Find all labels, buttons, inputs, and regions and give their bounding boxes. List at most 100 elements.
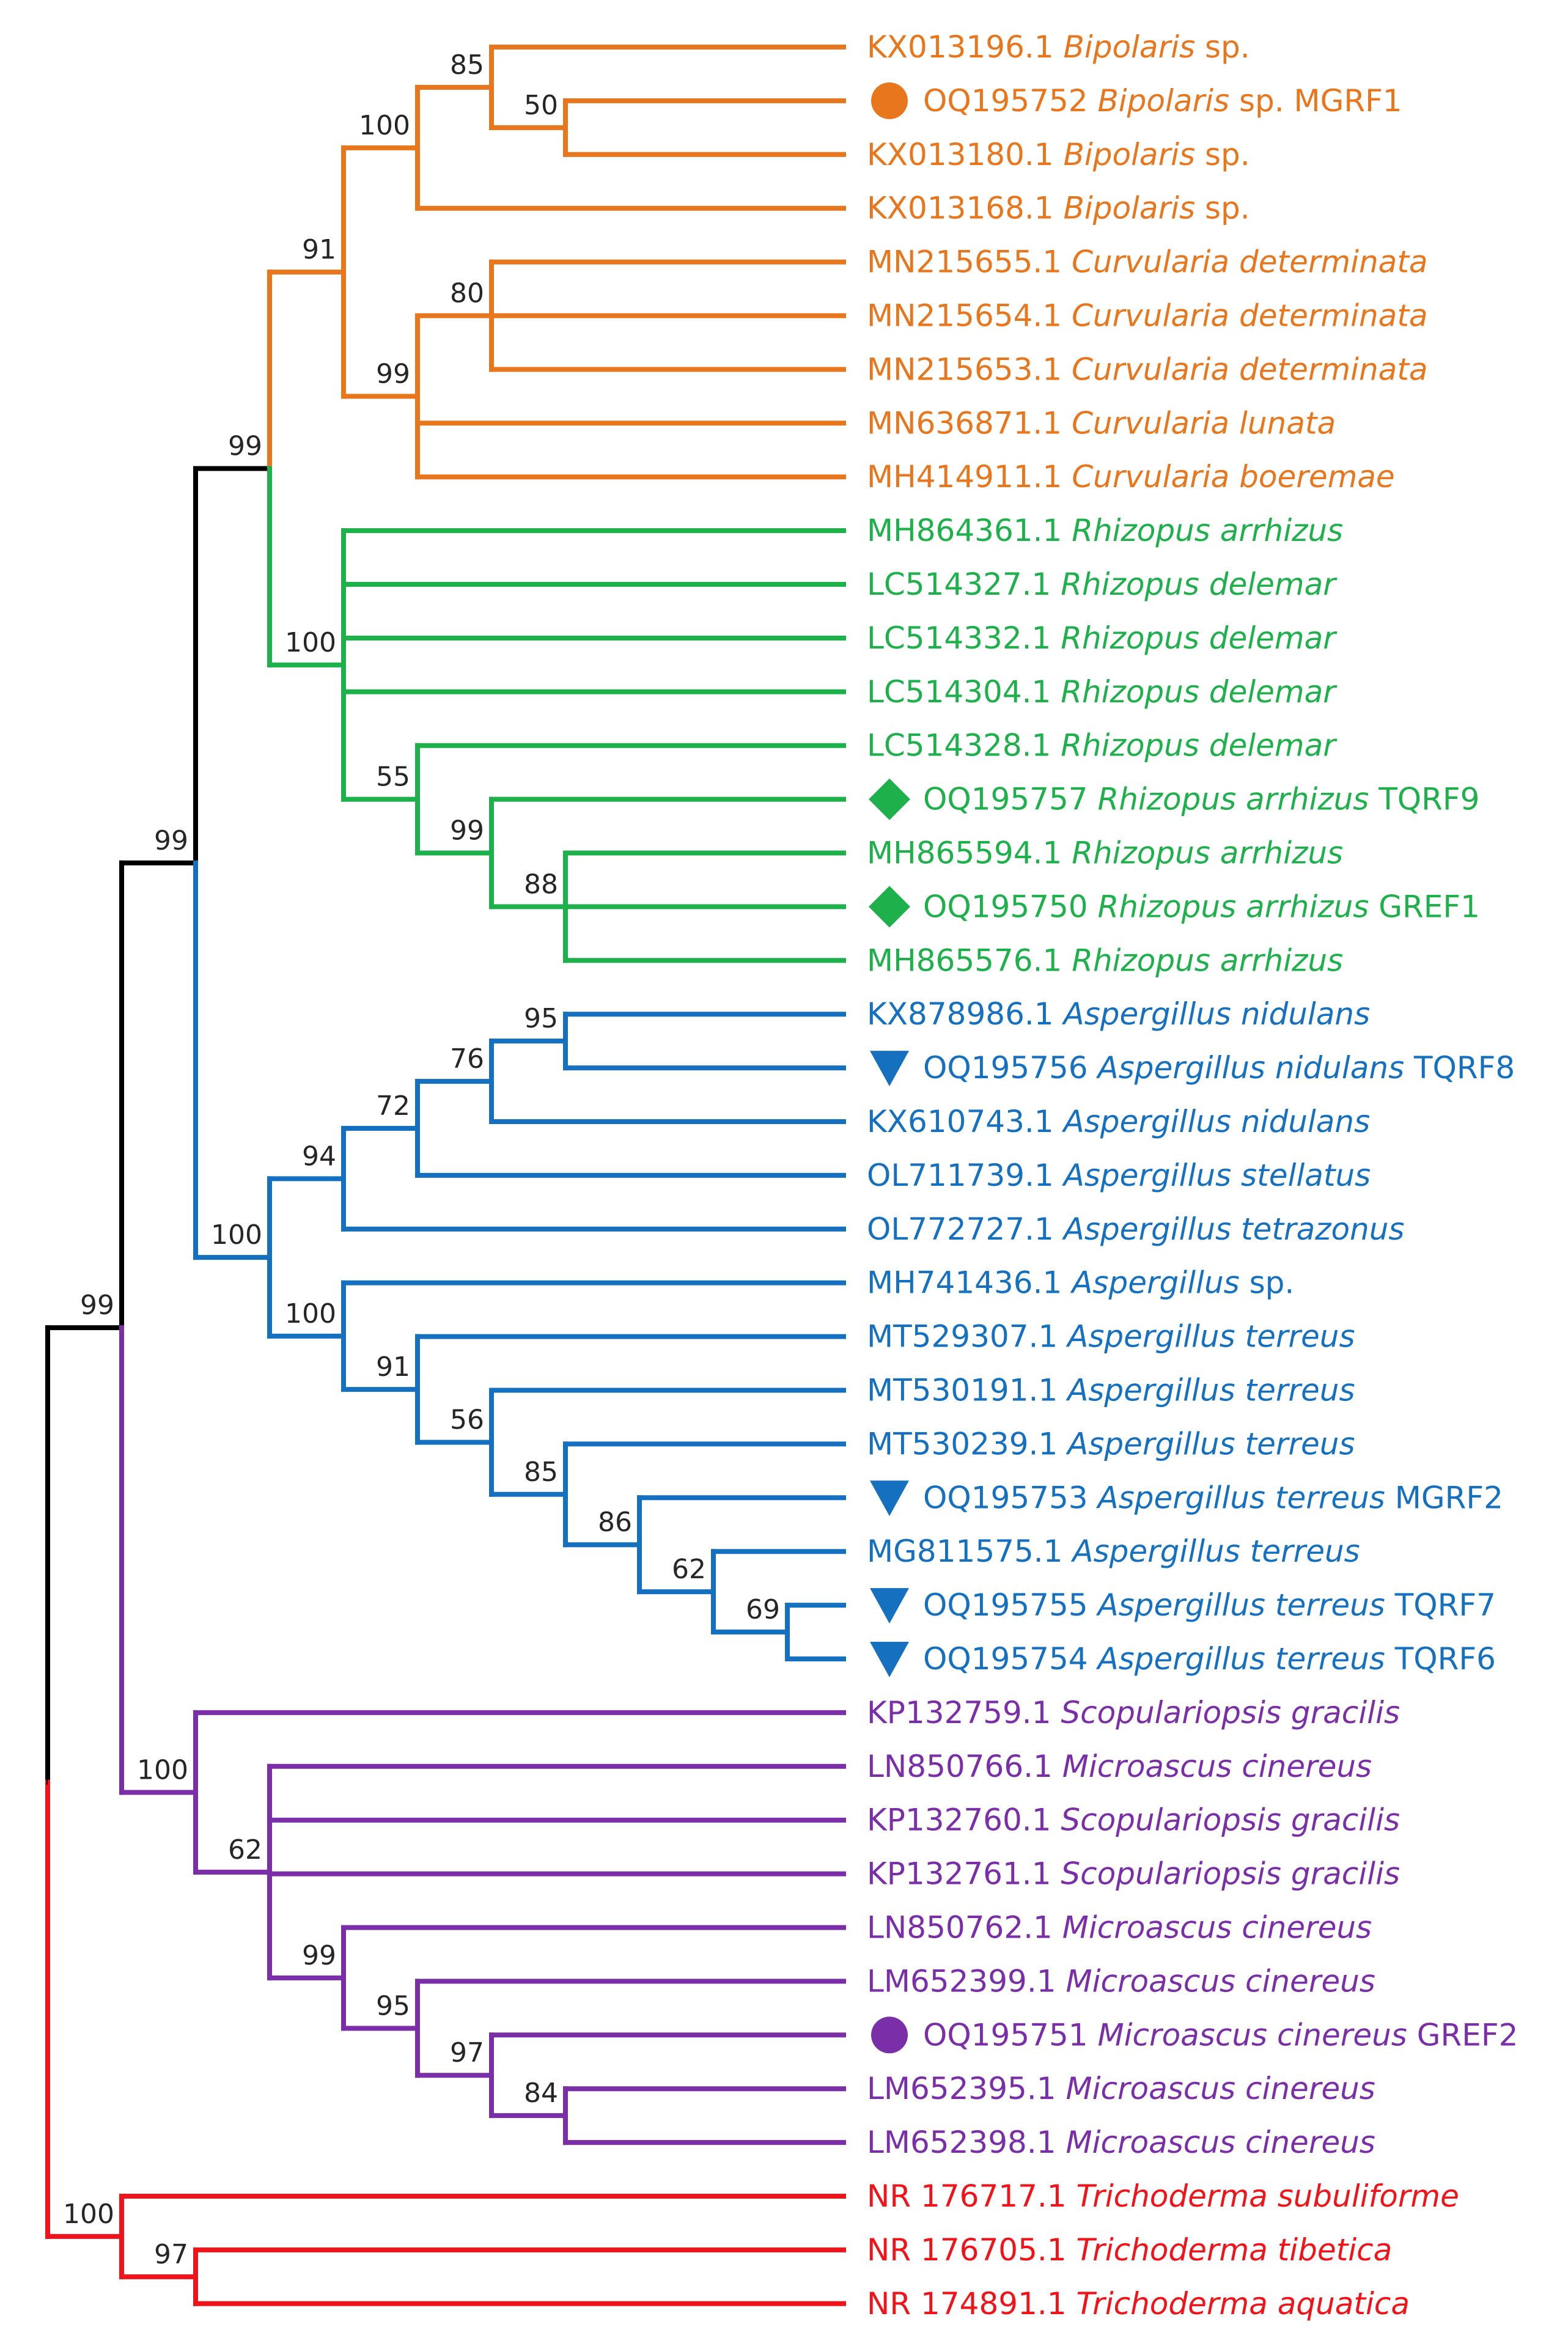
tree-branches (45, 45, 846, 2306)
taxon-label: NR 176717.1 Trichoderma subuliforme (867, 2178, 1459, 2214)
accession: LC514327.1 (867, 567, 1061, 602)
species-name: Aspergillus terreus (1066, 1426, 1355, 1461)
taxon-label: MH865594.1 Rhizopus arrhizus (867, 836, 1343, 871)
bootstrap-value: 100 (285, 627, 336, 658)
species-name: Curvularia boeremae (1072, 459, 1394, 494)
accession: OQ195750 (923, 889, 1097, 924)
species-name: Curvularia determinata (1072, 351, 1428, 387)
label-suffix: TQRF8 (1404, 1050, 1515, 1086)
bootstrap-value: 69 (746, 1594, 780, 1625)
label-suffix: GREF2 (1407, 2017, 1518, 2053)
species-name: Aspergillus nidulans (1095, 1050, 1404, 1086)
bootstrap-value: 76 (450, 1043, 484, 1075)
bootstrap-value: 99 (376, 358, 410, 389)
diamond-marker-icon (869, 778, 910, 820)
taxon-label: KP132761.1 Scopulariopsis gracilis (867, 1856, 1400, 1892)
species-name: Rhizopus delemar (1061, 728, 1338, 763)
accession: MT530239.1 (867, 1426, 1067, 1461)
taxon-label: OQ195755 Aspergillus terreus TQRF7 (923, 1587, 1496, 1623)
accession: MH414911.1 (867, 459, 1072, 494)
taxon-label: LC514332.1 Rhizopus delemar (867, 620, 1338, 656)
taxon-label: MH414911.1 Curvularia boeremae (867, 459, 1395, 494)
taxon-label: NR 174891.1 Trichoderma aquatica (867, 2286, 1410, 2321)
accession: KX878986.1 (867, 996, 1064, 1032)
accession: KX610743.1 (867, 1104, 1064, 1139)
species-name: Aspergillus stellatus (1062, 1158, 1371, 1193)
isolate-markers (869, 82, 910, 2054)
taxon-label: MH864361.1 Rhizopus arrhizus (867, 513, 1343, 548)
species-name: Aspergillus terreus (1066, 1319, 1355, 1355)
bootstrap-value: 99 (154, 825, 188, 856)
bootstrap-value: 99 (228, 430, 262, 461)
taxon-label: LN850766.1 Microascus cinereus (867, 1749, 1372, 1784)
species-name: Aspergillus terreus (1070, 1534, 1360, 1569)
taxon-label: MH741436.1 Aspergillus sp. (867, 1265, 1294, 1301)
taxon-label: MT530191.1 Aspergillus terreus (867, 1373, 1355, 1408)
bootstrap-value: 100 (359, 110, 410, 141)
bootstrap-value: 94 (302, 1141, 336, 1172)
accession: MH865594.1 (867, 836, 1072, 871)
species-name: Aspergillus tetrazonus (1062, 1211, 1405, 1247)
bootstrap-value: 88 (524, 869, 558, 900)
circle-marker-icon (871, 82, 908, 119)
accession: NR 176717.1 (867, 2178, 1077, 2214)
species-name: Rhizopus arrhizus (1072, 943, 1343, 978)
bootstrap-value: 99 (302, 1940, 336, 1971)
species-name: Aspergillus terreus (1095, 1480, 1385, 1515)
accession: LN850766.1 (867, 1749, 1062, 1784)
taxon-label: OL711739.1 Aspergillus stellatus (867, 1158, 1371, 1193)
label-suffix: sp. (1195, 137, 1250, 172)
taxon-label: MG811575.1 Aspergillus terreus (867, 1534, 1360, 1569)
accession: KP132760.1 (867, 1803, 1061, 1838)
taxon-label: KP132760.1 Scopulariopsis gracilis (867, 1803, 1400, 1838)
accession: OL772727.1 (867, 1211, 1064, 1247)
species-name: Microascus cinereus (1097, 2017, 1407, 2053)
taxon-label: OQ195757 Rhizopus arrhizus TQRF9 (923, 782, 1479, 817)
accession: LC514304.1 (867, 674, 1061, 710)
accession: LC514332.1 (867, 620, 1061, 656)
accession: KX013180.1 (867, 137, 1064, 172)
species-name: Rhizopus delemar (1061, 620, 1338, 656)
bootstrap-value: 85 (450, 50, 484, 81)
taxon-label: OL772727.1 Aspergillus tetrazonus (867, 1211, 1404, 1247)
bootstrap-value: 99 (450, 815, 484, 847)
species-name: Aspergillus terreus (1095, 1641, 1385, 1677)
species-name: Microascus cinereus (1066, 2125, 1375, 2160)
taxon-label: MN215654.1 Curvularia determinata (867, 298, 1428, 334)
accession: MN215654.1 (867, 298, 1072, 334)
bootstrap-value: 72 (376, 1090, 410, 1122)
species-name: Rhizopus arrhizus (1097, 782, 1369, 817)
bootstrap-value: 97 (154, 2239, 188, 2270)
species-name: Bipolaris (1064, 137, 1196, 172)
species-name: Microascus cinereus (1062, 1749, 1372, 1784)
bootstrap-value: 62 (672, 1554, 706, 1585)
species-name: Trichoderma subuliforme (1077, 2178, 1459, 2214)
taxon-label: KX878986.1 Aspergillus nidulans (867, 996, 1370, 1032)
species-name: Rhizopus delemar (1061, 674, 1338, 710)
accession: OQ195755 (923, 1587, 1097, 1623)
species-name: Aspergillus nidulans (1062, 1104, 1371, 1139)
triangle-marker-icon (870, 1642, 909, 1677)
label-suffix: sp. (1195, 29, 1250, 65)
taxon-label: LM652395.1 Microascus cinereus (867, 2071, 1375, 2106)
accession: LC514328.1 (867, 728, 1061, 763)
taxon-label: LM652398.1 Microascus cinereus (867, 2125, 1375, 2160)
species-name: Aspergillus (1070, 1265, 1239, 1301)
species-name: Rhizopus arrhizus (1097, 889, 1369, 924)
bootstrap-value: 86 (598, 1507, 632, 1538)
species-name: Rhizopus arrhizus (1072, 836, 1343, 871)
accession: NR 174891.1 (867, 2286, 1077, 2321)
label-suffix: TQRF6 (1385, 1641, 1496, 1677)
species-name: Trichoderma aquatica (1077, 2286, 1410, 2321)
taxon-label: KX013196.1 Bipolaris sp. (867, 29, 1250, 65)
species-name: Bipolaris (1064, 29, 1196, 65)
bootstrap-value: 100 (285, 1298, 336, 1329)
accession: OL711739.1 (867, 1158, 1064, 1193)
accession: MT530191.1 (867, 1373, 1067, 1408)
taxon-label: KX013168.1 Bipolaris sp. (867, 191, 1250, 226)
bootstrap-value: 62 (228, 1834, 262, 1866)
accession: OQ195757 (923, 782, 1097, 817)
accession: MN215653.1 (867, 351, 1072, 387)
species-name: Curvularia determinata (1072, 244, 1428, 280)
